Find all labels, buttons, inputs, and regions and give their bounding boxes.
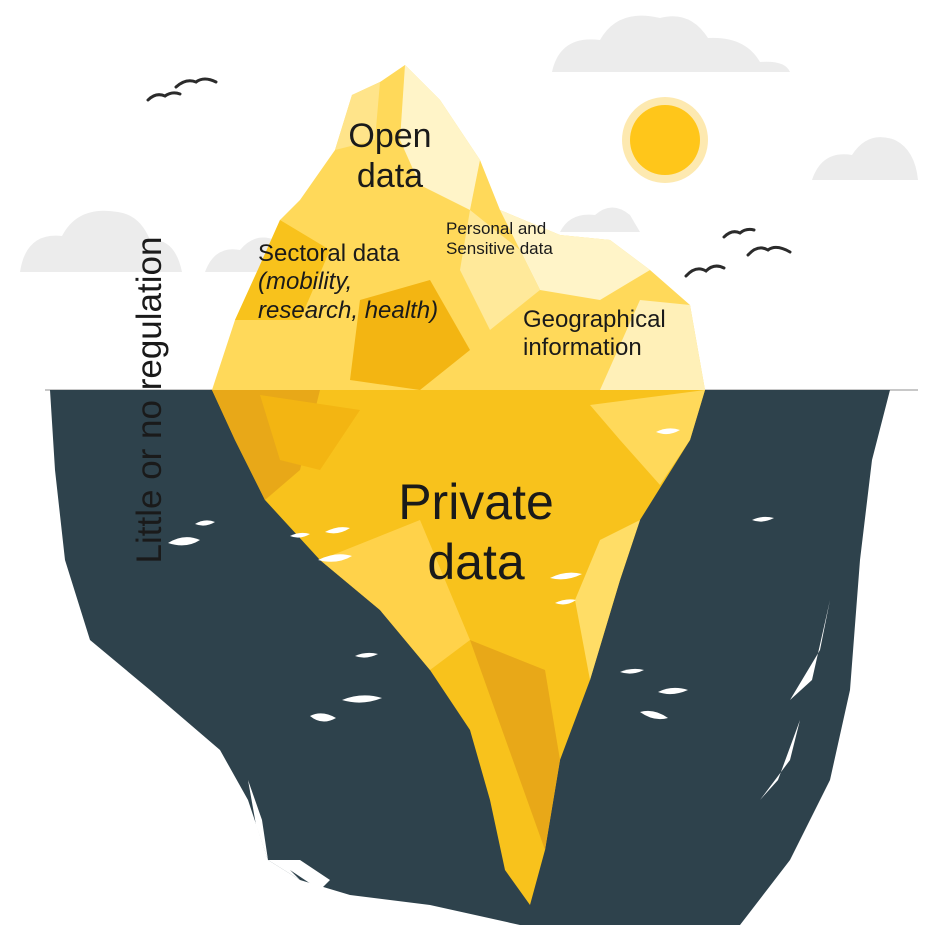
bird-icon [684, 264, 726, 278]
fish-icon [355, 652, 378, 658]
fish-icon [318, 554, 352, 562]
private-line-2: data [427, 534, 525, 590]
fish-icon [550, 572, 582, 580]
geo-line-1: Geographical [523, 306, 666, 333]
private-iceberg [212, 390, 705, 905]
birds [146, 77, 792, 278]
bird-icon [722, 227, 756, 239]
cloud-icon [552, 15, 790, 72]
sun-icon [622, 97, 708, 183]
sectoral-examples-line-1: (mobility, [258, 268, 353, 296]
fish-icon [656, 428, 680, 435]
fish-icon [620, 668, 644, 674]
fish-icon [290, 532, 310, 538]
open-data-line-2: data [356, 157, 424, 196]
geographical-information-label: Geographical information [523, 306, 666, 363]
fish-icon [640, 710, 668, 720]
sectoral-examples-line-2: research, health) [258, 296, 439, 324]
cloud-icon [560, 207, 640, 232]
fish-icon [658, 687, 688, 695]
fish-icon [325, 527, 350, 534]
geo-line-2: information [523, 334, 642, 362]
fish-icon [195, 520, 215, 526]
fish-school [168, 428, 774, 722]
personal-line-1: Personal and [446, 219, 547, 238]
cloud-icon [812, 137, 918, 180]
fish-icon [342, 695, 382, 703]
bird-icon [146, 91, 182, 102]
sectoral-title: Sectoral data [258, 240, 400, 267]
fish-icon [752, 516, 774, 522]
sectoral-data-label: Sectoral data (mobility, research, healt… [258, 240, 438, 325]
fish-icon [555, 599, 576, 605]
private-line-1: Private [398, 474, 554, 530]
fish-icon [310, 713, 336, 722]
personal-sensitive-label: Personal and Sensitive data [446, 219, 553, 259]
cloud-icon [20, 210, 182, 272]
bird-icon [174, 77, 218, 89]
private-data-label: Private data [376, 472, 576, 592]
visible-iceberg [212, 65, 705, 390]
open-data-label: Open data [340, 116, 440, 196]
regulation-axis-label: Little or no regulation [130, 236, 169, 564]
bird-icon [746, 245, 792, 257]
personal-line-2: Sensitive data [446, 239, 553, 259]
ice-cracks [248, 600, 830, 890]
fish-icon [168, 537, 200, 546]
open-data-line-1: Open [348, 117, 432, 155]
